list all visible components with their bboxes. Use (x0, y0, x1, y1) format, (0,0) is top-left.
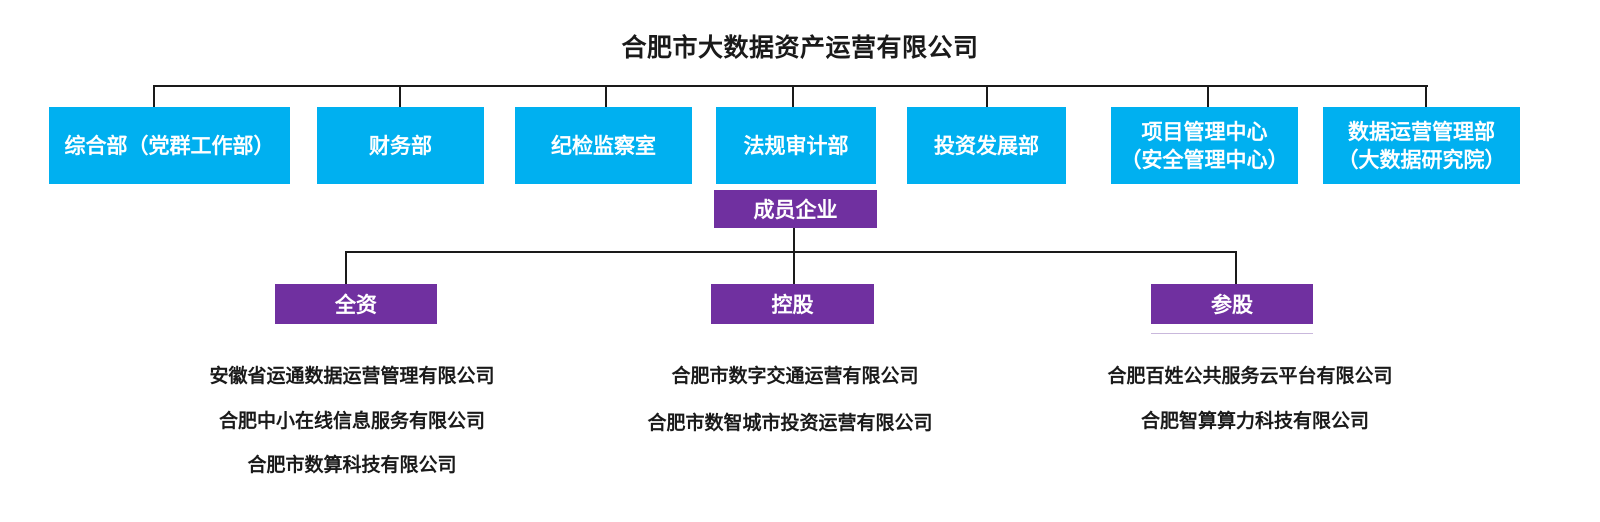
group-box-underline (1151, 333, 1313, 334)
company-item: 合肥中小在线信息服务有限公司 (218, 410, 485, 432)
company-item: 合肥智算算力科技有限公司 (1140, 410, 1369, 432)
dept-label: 数据运营管理部 (1348, 119, 1495, 144)
company-item: 合肥市数字交通运营有限公司 (671, 365, 919, 387)
group-box-minority: 参股 (1151, 284, 1313, 324)
dept-box-project-management: 项目管理中心 （安全管理中心） (1111, 107, 1298, 184)
connector-drop-2 (399, 85, 401, 107)
dept-label: 项目管理中心 (1141, 119, 1268, 144)
dept-box-general-office: 综合部（党群工作部） (49, 107, 290, 184)
company-item: 合肥市数算科技有限公司 (247, 454, 457, 476)
dept-label: 纪检监察室 (551, 133, 656, 158)
dept-sublabel: （大数据研究院） (1337, 147, 1506, 172)
dept-label: 综合部（党群工作部） (64, 133, 275, 158)
dept-box-legal-audit: 法规审计部 (716, 107, 876, 184)
dept-box-investment: 投资发展部 (907, 107, 1066, 184)
org-title: 合肥市大数据资产运营有限公司 (621, 33, 979, 62)
dept-label: 投资发展部 (934, 133, 1039, 158)
connector-drop-4 (792, 85, 794, 107)
connector-drop-5 (986, 85, 988, 107)
dept-box-discipline-inspection: 纪检监察室 (515, 107, 692, 184)
dept-label: 法规审计部 (743, 133, 849, 158)
connector-drop-1 (153, 85, 155, 107)
member-enterprises-box: 成员企业 (714, 190, 877, 228)
dept-label: 财务部 (369, 133, 432, 158)
connector-member-drop (793, 228, 795, 284)
connector-drop-full (345, 251, 347, 284)
connector-drop-6 (1207, 85, 1209, 107)
connector-bottom-horizontal (346, 251, 1237, 253)
group-box-wholly-owned: 全资 (275, 284, 437, 324)
company-item: 合肥市数智城市投资运营有限公司 (647, 412, 933, 434)
company-item: 安徽省运通数据运营管理有限公司 (209, 365, 495, 387)
dept-box-finance: 财务部 (317, 107, 484, 184)
company-item: 合肥百姓公共服务云平台有限公司 (1107, 365, 1393, 387)
connector-drop-3 (605, 85, 607, 107)
dept-box-data-operations: 数据运营管理部 （大数据研究院） (1323, 107, 1520, 184)
group-box-controlling: 控股 (711, 284, 874, 324)
dept-sublabel: （安全管理中心） (1120, 147, 1289, 172)
connector-drop-7 (1425, 85, 1427, 107)
connector-drop-partial (1235, 251, 1237, 284)
connector-top-horizontal (154, 85, 1428, 87)
